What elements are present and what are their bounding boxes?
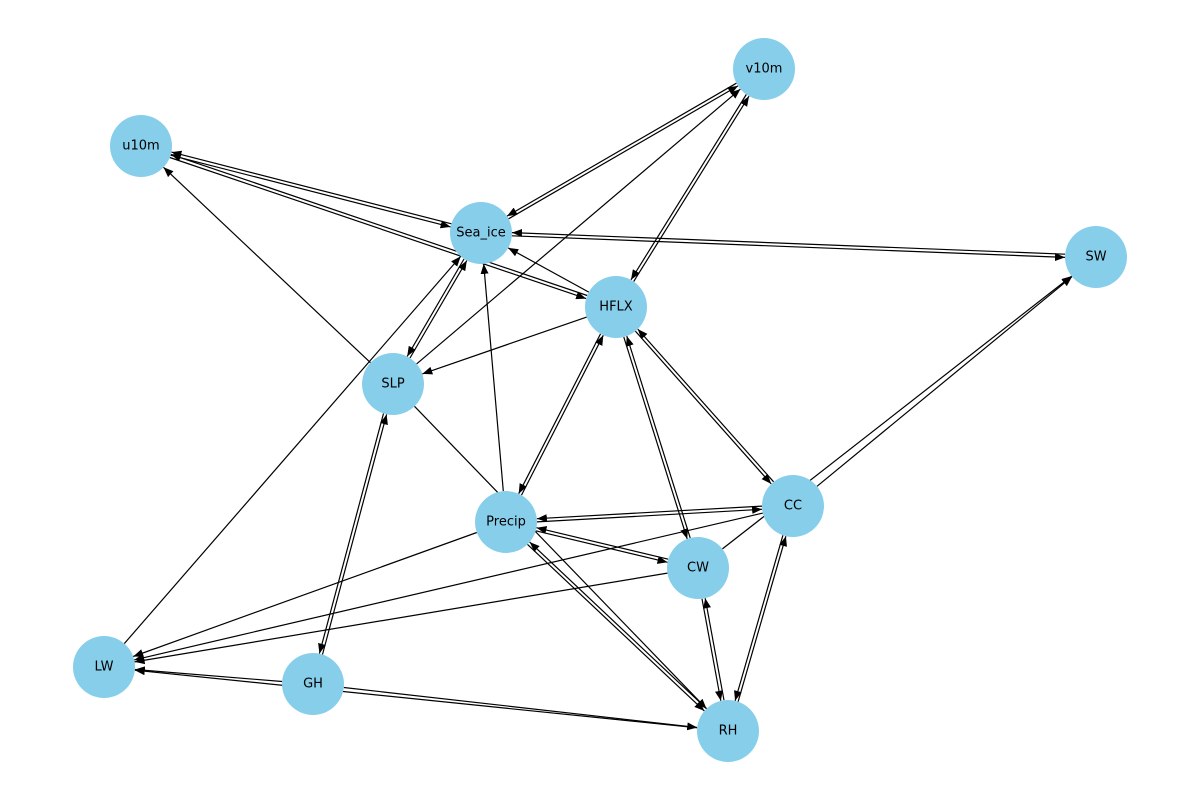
edge-gh-to-lw xyxy=(134,666,283,683)
edge-cw-to-rh xyxy=(701,598,723,701)
edge-cw-to-lw xyxy=(134,572,668,665)
node-sw: SW xyxy=(1065,226,1127,288)
edge-u10m-to-hflx xyxy=(169,156,587,300)
edge-rh-to-cc xyxy=(737,536,787,702)
edge-hflx-to-sea_ice xyxy=(507,247,590,293)
edge-sea_ice-to-sw xyxy=(511,235,1066,262)
edge-rh-to-cw xyxy=(703,598,725,701)
node-cc: CC xyxy=(762,475,824,537)
edge-precip-to-lw xyxy=(132,531,478,658)
edge-precip-to-sea_ice xyxy=(480,263,504,492)
edge-precip-to-rh xyxy=(527,543,705,712)
edge-cc-to-lw xyxy=(134,512,763,662)
node-label: RH xyxy=(719,724,738,739)
edge-v10m-to-sea_ice xyxy=(506,82,737,217)
node-circle xyxy=(762,475,824,537)
edge-cc-to-precip xyxy=(536,505,763,523)
edge-hflx-to-precip xyxy=(518,333,602,494)
node-label: HFLX xyxy=(599,300,632,315)
edge-sw-to-sea_ice xyxy=(511,228,1066,255)
node-circle xyxy=(667,537,729,599)
edge-gh-to-slp xyxy=(321,414,388,655)
node-label: LW xyxy=(95,660,114,675)
edge-cc-to-hflx xyxy=(637,328,775,483)
edge-cc-to-sw xyxy=(816,276,1073,487)
node-circle xyxy=(1065,226,1127,288)
node-label: SW xyxy=(1085,250,1106,265)
node-label: GH xyxy=(303,677,323,692)
edge-hflx-to-cw xyxy=(623,336,689,540)
edge-slp-to-rh xyxy=(414,405,707,710)
edge-rh-to-lw xyxy=(134,667,698,729)
node-slp: SLP xyxy=(362,353,424,415)
node-label: CW xyxy=(687,561,709,576)
edge-u10m-to-sea_ice xyxy=(170,154,451,229)
node-rh: RH xyxy=(697,700,759,762)
node-label: Precip xyxy=(486,515,526,530)
edge-slp-to-u10m xyxy=(163,166,371,364)
node-circle xyxy=(585,276,647,338)
node-label: SLP xyxy=(381,377,404,392)
node-hflx: HFLX xyxy=(585,276,647,338)
node-circle xyxy=(450,202,512,264)
edge-hflx-to-cc xyxy=(634,330,772,485)
node-circle xyxy=(282,653,344,715)
edge-sea_ice-to-slp xyxy=(406,258,465,357)
edge-precip-to-cc xyxy=(536,505,763,523)
node-u10m: u10m xyxy=(110,115,172,177)
edge-slp-to-gh xyxy=(318,413,385,654)
node-lw: LW xyxy=(73,636,135,698)
edge-sea_ice-to-v10m xyxy=(508,85,739,220)
node-circle xyxy=(733,38,795,100)
node-sea-ice: Sea_ice xyxy=(450,202,512,264)
edge-cw-to-hflx xyxy=(625,335,691,539)
edge-hflx-to-slp xyxy=(422,316,587,375)
edge-slp-to-v10m xyxy=(416,88,741,365)
node-label: v10m xyxy=(746,62,783,77)
node-circle xyxy=(697,700,759,762)
edge-hflx-to-u10m xyxy=(170,153,588,297)
edge-v10m-to-hflx xyxy=(630,94,747,281)
edge-cc-to-rh xyxy=(734,535,784,701)
node-cw: CW xyxy=(667,537,729,599)
edge-gh-to-rh xyxy=(343,686,698,731)
edges-layer xyxy=(123,82,1073,731)
edge-hflx-to-v10m xyxy=(633,95,750,282)
edge-cw-to-precip xyxy=(536,526,669,560)
node-circle xyxy=(110,115,172,177)
edge-precip-to-hflx xyxy=(520,335,604,496)
node-circle xyxy=(73,636,135,698)
node-gh: GH xyxy=(282,653,344,715)
edge-lw-to-sea_ice xyxy=(123,256,462,644)
edge-slp-to-sea_ice xyxy=(409,260,468,359)
node-label: Sea_ice xyxy=(456,226,505,241)
node-circle xyxy=(475,491,537,553)
node-label: u10m xyxy=(122,139,159,154)
node-precip: Precip xyxy=(475,491,537,553)
edge-precip-to-cw xyxy=(535,530,668,564)
edge-rh-to-precip xyxy=(529,541,707,710)
edge-sea_ice-to-u10m xyxy=(171,150,452,225)
node-label: CC xyxy=(784,499,802,514)
node-circle xyxy=(362,353,424,415)
node-v10m: v10m xyxy=(733,38,795,100)
